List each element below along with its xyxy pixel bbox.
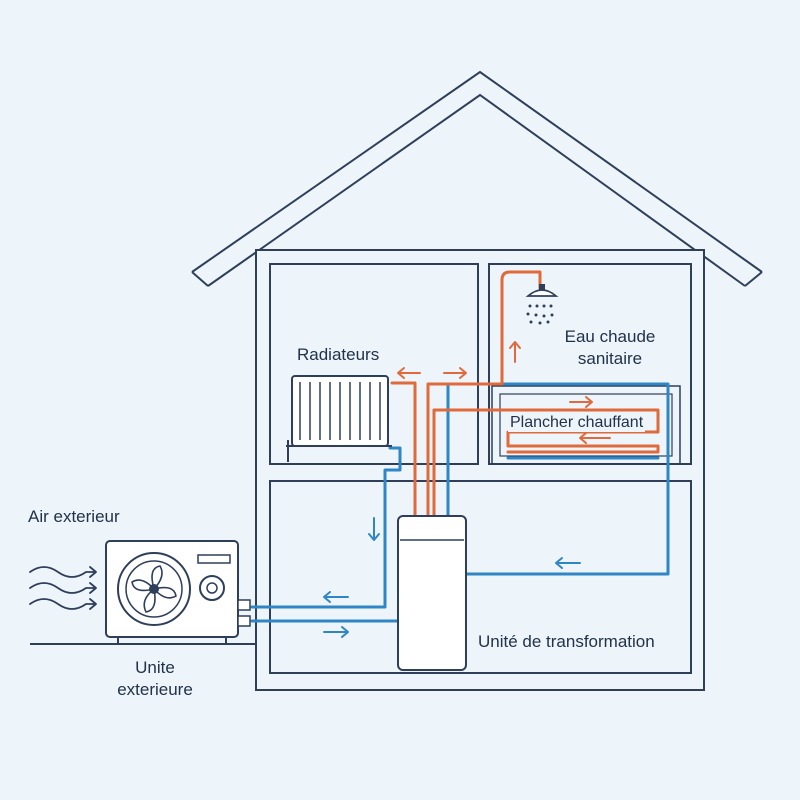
outdoor-unit-label: Unite exterieure — [100, 657, 210, 701]
room-top-left — [269, 263, 479, 465]
fan-icon — [131, 565, 177, 613]
air-flow-icon — [29, 566, 97, 610]
radiator-icon — [286, 375, 392, 462]
outdoor-unit-label-line1: Unite — [135, 658, 175, 677]
floor-heating-panel — [491, 385, 681, 465]
hot-water-label: Eau chaude sanitaire — [550, 326, 670, 370]
hot-water-label-line2: sanitaire — [577, 349, 643, 368]
house-walls — [255, 249, 705, 691]
transformation-unit-label: Unité de transformation — [478, 632, 655, 651]
house-roof — [191, 70, 763, 287]
radiators-label: Radiateurs — [297, 345, 380, 364]
hot-arrows — [397, 341, 611, 444]
transformation-unit — [397, 515, 467, 671]
floor-heating-label: Plancher chauffant — [508, 414, 646, 432]
outdoor-unit — [105, 540, 251, 644]
hot-water-label-line1: Eau chaude — [564, 327, 656, 346]
shower-head-icon — [525, 284, 559, 325]
room-bottom — [269, 480, 692, 674]
hot-pipes — [390, 270, 660, 522]
cold-pipes — [250, 382, 670, 623]
outdoor-unit-label-line2: exterieure — [117, 680, 193, 699]
outside-air-label: Air exterieur — [28, 507, 120, 526]
cold-arrows — [323, 517, 581, 638]
